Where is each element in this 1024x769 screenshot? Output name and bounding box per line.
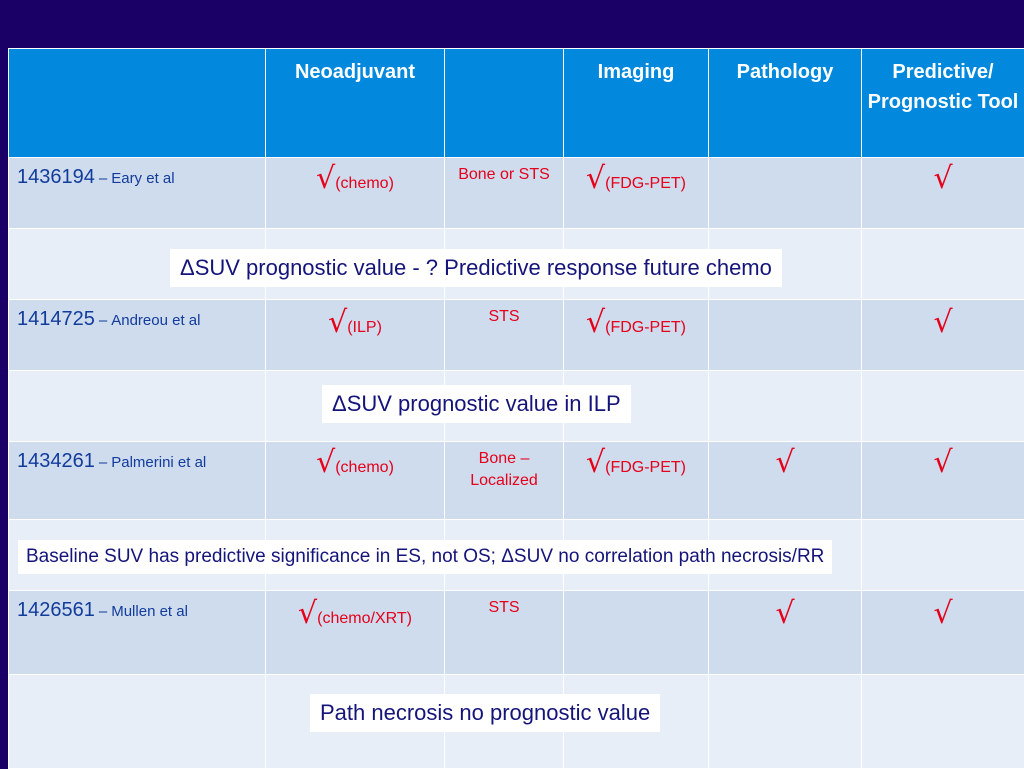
check-icon: √ bbox=[933, 161, 952, 196]
neoadjuvant-detail: (chemo/XRT) bbox=[317, 610, 412, 627]
tumor-type-cell: STS bbox=[445, 300, 564, 371]
note-caption: Path necrosis no prognostic value bbox=[310, 694, 660, 732]
pathology-cell bbox=[709, 158, 862, 229]
neoadjuvant-detail: (chemo) bbox=[335, 459, 394, 476]
check-icon: √ bbox=[775, 596, 794, 631]
table-row: 1434261–Palmerini et al √(chemo) Bone – … bbox=[9, 442, 1024, 520]
study-cell: 1414725–Andreou et al bbox=[9, 300, 266, 371]
study-author: Andreou et al bbox=[111, 312, 200, 329]
table-row: 1414725–Andreou et al √(ILP) STS √(FDG-P… bbox=[9, 300, 1024, 371]
tumor-type-cell: Bone or STS bbox=[445, 158, 564, 229]
table-row: 1426561–Mullen et al √(chemo/XRT) STS √ … bbox=[9, 591, 1024, 675]
pathology-cell: √ bbox=[709, 442, 862, 520]
check-icon: √ bbox=[933, 596, 952, 631]
study-cell: 1426561–Mullen et al bbox=[9, 591, 266, 675]
check-icon: √ bbox=[316, 445, 335, 480]
check-icon: √ bbox=[586, 445, 605, 480]
study-author: Mullen et al bbox=[111, 603, 188, 620]
predictive-cell: √ bbox=[862, 300, 1024, 371]
study-cell: 1436194–Eary et al bbox=[9, 158, 266, 229]
imaging-cell: √(FDG-PET) bbox=[564, 442, 709, 520]
study-author: Eary et al bbox=[111, 170, 174, 187]
tumor-type-cell: Bone – Localized bbox=[445, 442, 564, 520]
check-icon: √ bbox=[298, 596, 317, 631]
check-icon: √ bbox=[933, 445, 952, 480]
header-imaging: Imaging bbox=[564, 49, 709, 158]
header-tumor-type bbox=[445, 49, 564, 158]
neoadjuvant-detail: (ILP) bbox=[347, 319, 382, 336]
predictive-cell: √ bbox=[862, 591, 1024, 675]
study-dash: – bbox=[99, 170, 107, 187]
predictive-cell: √ bbox=[862, 158, 1024, 229]
study-author: Palmerini et al bbox=[111, 454, 206, 471]
neoadjuvant-cell: √(chemo) bbox=[266, 158, 445, 229]
note-caption: ΔSUV prognostic value - ? Predictive res… bbox=[170, 249, 782, 287]
imaging-cell: √(FDG-PET) bbox=[564, 158, 709, 229]
imaging-detail: (FDG-PET) bbox=[605, 459, 686, 476]
imaging-cell bbox=[564, 591, 709, 675]
tumor-type-cell: STS bbox=[445, 591, 564, 675]
check-icon: √ bbox=[316, 161, 335, 196]
imaging-cell: √(FDG-PET) bbox=[564, 300, 709, 371]
study-id: 1426561 bbox=[17, 599, 95, 621]
header-row: Neoadjuvant Imaging Pathology Predictive… bbox=[9, 49, 1024, 158]
check-icon: √ bbox=[586, 161, 605, 196]
imaging-detail: (FDG-PET) bbox=[605, 175, 686, 192]
predictive-cell: √ bbox=[862, 442, 1024, 520]
neoadjuvant-cell: √(chemo) bbox=[266, 442, 445, 520]
imaging-detail: (FDG-PET) bbox=[605, 319, 686, 336]
neoadjuvant-cell: √(chemo/XRT) bbox=[266, 591, 445, 675]
check-icon: √ bbox=[586, 305, 605, 340]
check-icon: √ bbox=[328, 305, 347, 340]
header-neoadjuvant: Neoadjuvant bbox=[266, 49, 445, 158]
header-study bbox=[9, 49, 266, 158]
study-cell: 1434261–Palmerini et al bbox=[9, 442, 266, 520]
study-id: 1436194 bbox=[17, 166, 95, 188]
study-id: 1414725 bbox=[17, 308, 95, 330]
study-id: 1434261 bbox=[17, 450, 95, 472]
check-icon: √ bbox=[933, 305, 952, 340]
pathology-cell bbox=[709, 300, 862, 371]
note-caption: ΔSUV prognostic value in ILP bbox=[322, 385, 631, 423]
header-predictive-tool: Predictive/ Prognostic Tool bbox=[862, 49, 1024, 158]
neoadjuvant-detail: (chemo) bbox=[335, 175, 394, 192]
header-pathology: Pathology bbox=[709, 49, 862, 158]
pathology-cell: √ bbox=[709, 591, 862, 675]
note-caption: Baseline SUV has predictive significance… bbox=[18, 540, 832, 574]
neoadjuvant-cell: √(ILP) bbox=[266, 300, 445, 371]
study-dash: – bbox=[99, 454, 107, 471]
check-icon: √ bbox=[775, 445, 794, 480]
table-row: 1436194–Eary et al √(chemo) Bone or STS … bbox=[9, 158, 1024, 229]
study-dash: – bbox=[99, 603, 107, 620]
study-dash: – bbox=[99, 312, 107, 329]
